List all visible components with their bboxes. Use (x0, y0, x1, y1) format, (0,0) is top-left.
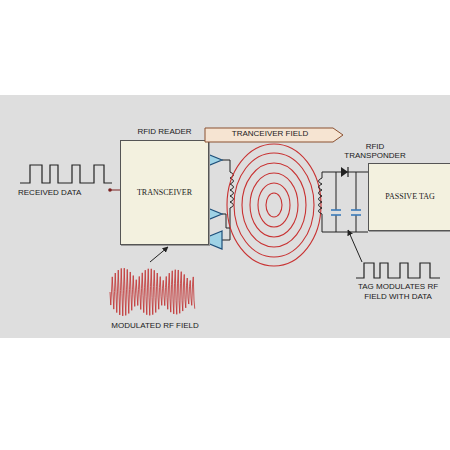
heading-text: RFID READER (111, 127, 218, 136)
field-rings (227, 144, 321, 266)
field-ring (266, 193, 282, 217)
signal-label: MODULATED RF FIELD (100, 321, 210, 331)
field-ring (227, 144, 321, 266)
leader-line (150, 247, 168, 262)
reader-box: RFID READERTRANSCEIVER (120, 140, 209, 245)
signal-label: TAG MODULATES RF FIELD WITH DATA (350, 282, 446, 301)
diode-symbol (341, 167, 348, 177)
data-waveform (20, 165, 112, 183)
wire-dot (108, 188, 112, 192)
capacitor-symbol (331, 210, 361, 215)
data-waveform (356, 263, 440, 278)
field-ring (242, 163, 306, 247)
heading-text: RFID TRANSPONDER (343, 142, 407, 160)
field-ring (258, 183, 290, 227)
tag-box: RFID TRANSPONDERPASSIVE TAG (368, 163, 450, 231)
field-ring (250, 173, 298, 237)
modulated-waveform (110, 268, 195, 316)
field-banner: TRANCEIVER FIELD (205, 128, 343, 142)
box-text: TRANSCEIVER (121, 188, 208, 197)
box-text: TRANCEIVER FIELD (205, 129, 335, 138)
field-ring (234, 153, 314, 257)
leader-line (348, 230, 362, 262)
signal-label: RECEIVED DATA (18, 188, 118, 198)
transponder-circuit (319, 172, 369, 232)
box-text: PASSIVE TAG (369, 192, 450, 201)
